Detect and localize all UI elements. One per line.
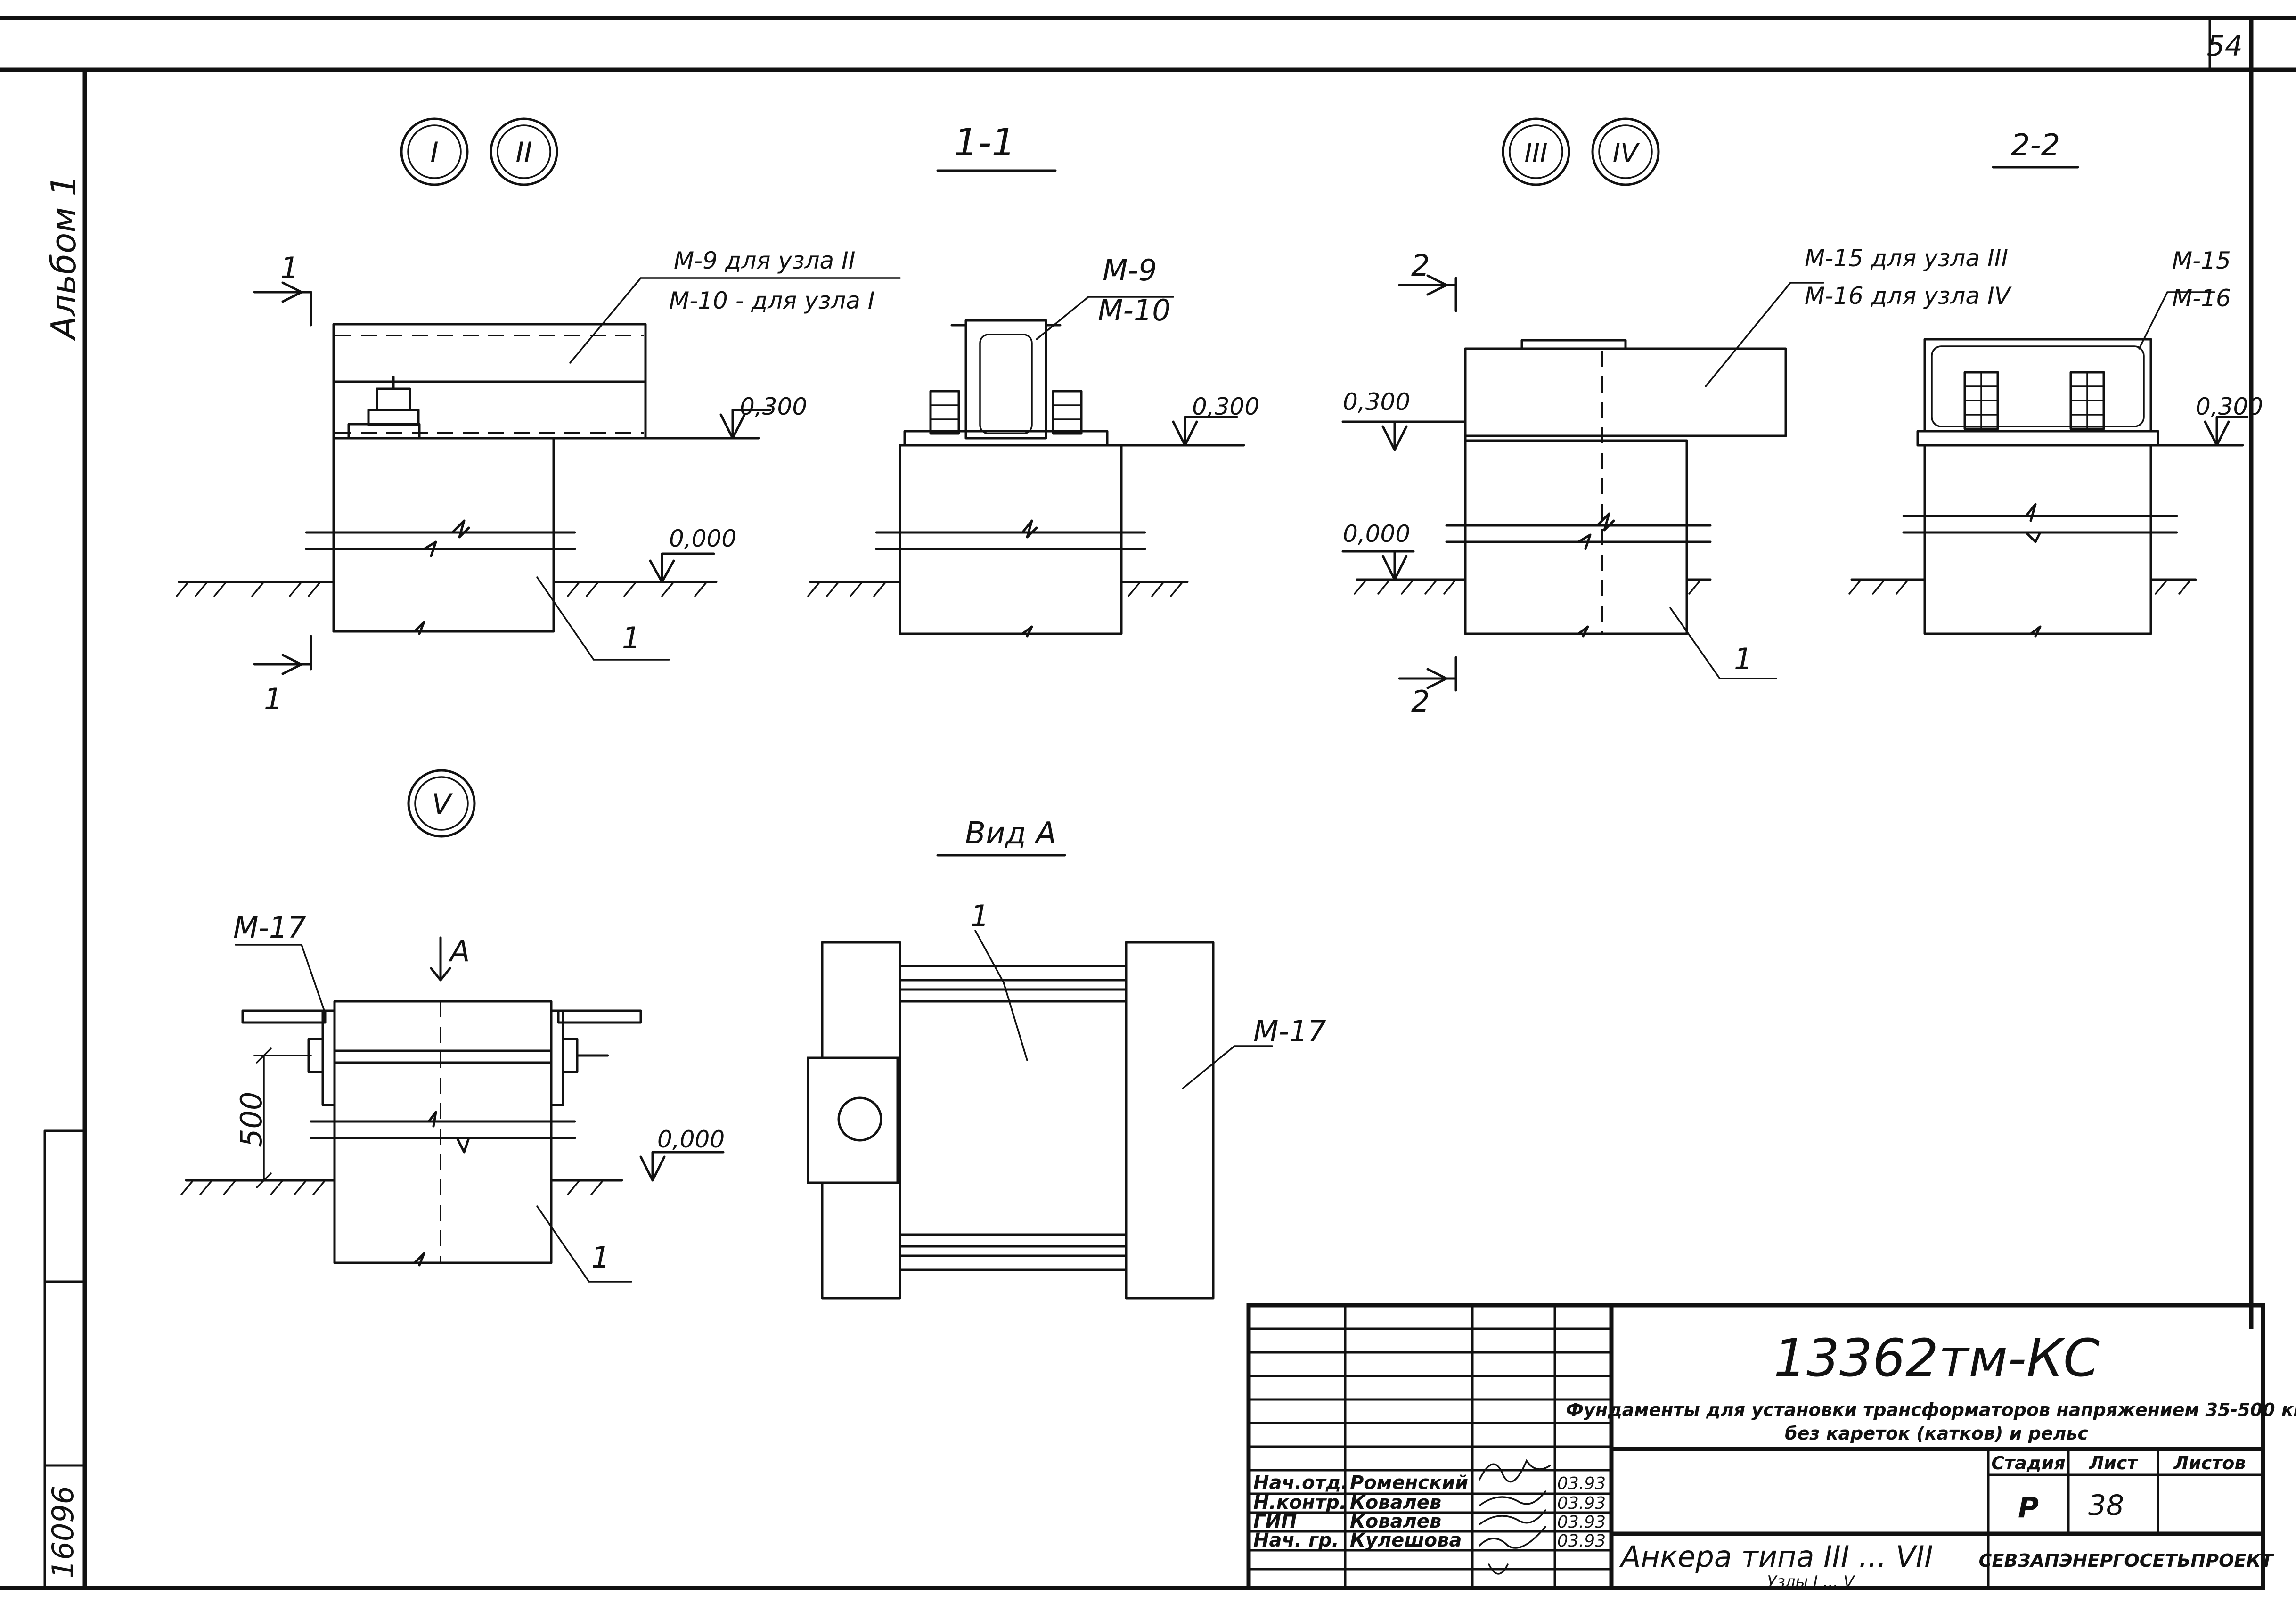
item-1-view-a: 1 [971, 899, 989, 933]
signer-role-2: Н.контр. [1253, 1492, 1347, 1514]
node-label-II: II [515, 136, 532, 169]
item-1-c: 1 [1734, 642, 1752, 676]
section-2-2-title: 2-2 [2011, 128, 2060, 163]
page-number: 54 [2207, 30, 2243, 63]
elev-0300-b: 0,300 [1192, 393, 1259, 420]
item-1-a: 1 [622, 621, 640, 655]
signer-role-3: ГИП [1253, 1511, 1297, 1532]
tb-sheet-number: 38 [2088, 1489, 2124, 1522]
node-label-V: V [432, 788, 453, 821]
signer-name-1: Роменский [1350, 1472, 1468, 1494]
cut-2-bottom: 2 [1411, 684, 1430, 719]
label-m9-s11: М-9 [1103, 253, 1157, 287]
signer-date-2: 03.93 [1557, 1494, 1606, 1513]
elev-0300-c: 0,300 [1343, 388, 1410, 416]
label-m15-node3: М-15 для узла III [1805, 245, 2008, 272]
tb-company: СЕВЗАПЭНЕРГОСЕТЬПРОЕКТ [1979, 1550, 2275, 1571]
cut-1-bottom: 1 [264, 682, 282, 716]
view-arrow-a: А [448, 934, 470, 968]
section-1-1-title: 1-1 [954, 121, 1016, 164]
item-1-e: 1 [591, 1240, 610, 1275]
signer-role-4: Нач. гр. [1253, 1530, 1339, 1551]
title-block [1246, 1303, 2265, 1590]
signer-name-3: Ковалев [1350, 1511, 1441, 1532]
node-label-IV: IV [1613, 138, 1641, 169]
tb-sheet-name: Анкера типа III ... VII [1619, 1539, 1933, 1574]
tb-sheet-name-sub: Узлы I ... V [1767, 1572, 1855, 1591]
label-m9-node2: М-9 для узла II [674, 247, 856, 274]
tb-sheets-label: Листов [2173, 1453, 2246, 1473]
label-m10-s11: М-10 [1098, 293, 1171, 327]
cut-1-top: 1 [280, 251, 299, 285]
node-label-III: III [1524, 138, 1548, 169]
signer-name-2: Ковалев [1350, 1492, 1441, 1514]
label-m17-view-a: М-17 [1253, 1014, 1326, 1048]
signer-date-1: 03.93 [1557, 1474, 1606, 1493]
tb-stage-label: Стадия [1991, 1453, 2065, 1473]
cut-2-top: 2 [1411, 248, 1430, 283]
detail-node-III-IV [1341, 274, 1824, 692]
inventory-number: 16096 [46, 1486, 80, 1579]
label-m10-node1: М-10 - для узла I [669, 287, 875, 314]
sheet-frame [0, 16, 2296, 1590]
elev-0000-e: 0,000 [657, 1126, 725, 1153]
tb-stage: Р [2018, 1491, 2039, 1524]
node-label-I: I [430, 136, 439, 169]
detail-view-a [807, 930, 1273, 1300]
tb-sheet-label: Лист [2089, 1453, 2139, 1473]
detail-node-V [180, 936, 725, 1283]
view-a-title: Вид А [965, 816, 1056, 851]
detail-section-1-1 [807, 296, 1245, 638]
elev-0300-d: 0,300 [2196, 393, 2263, 420]
detail-section-2-2 [1848, 291, 2249, 638]
detail-node-I-II [176, 277, 901, 675]
signer-date-4: 03.93 [1557, 1531, 1606, 1551]
tb-code: 13362тм-КС [1773, 1328, 2100, 1388]
album-label: Альбом 1 [44, 175, 83, 341]
signer-name-4: Кулешова [1350, 1530, 1462, 1551]
dim-500: 500 [234, 1092, 269, 1147]
tb-subject-1: Фундаменты для установки трансформаторов… [1566, 1399, 2296, 1420]
node-markers [400, 117, 1660, 838]
label-m16-node4: М-16 для узла IV [1805, 282, 2012, 310]
signer-role-1: Нач.отд. [1253, 1472, 1348, 1494]
label-m17-v: М-17 [233, 910, 306, 945]
elev-0000-a: 0,000 [669, 525, 736, 552]
elev-0300-a: 0,300 [740, 393, 807, 420]
signer-date-3: 03.93 [1557, 1513, 1606, 1532]
label-m15-s22: М-15 [2172, 247, 2231, 274]
tb-subject-2: без кареток (катков) и рельс [1785, 1423, 2088, 1444]
elev-0000-c: 0,000 [1343, 520, 1410, 548]
label-m16-s22: М-16 [2172, 285, 2231, 312]
